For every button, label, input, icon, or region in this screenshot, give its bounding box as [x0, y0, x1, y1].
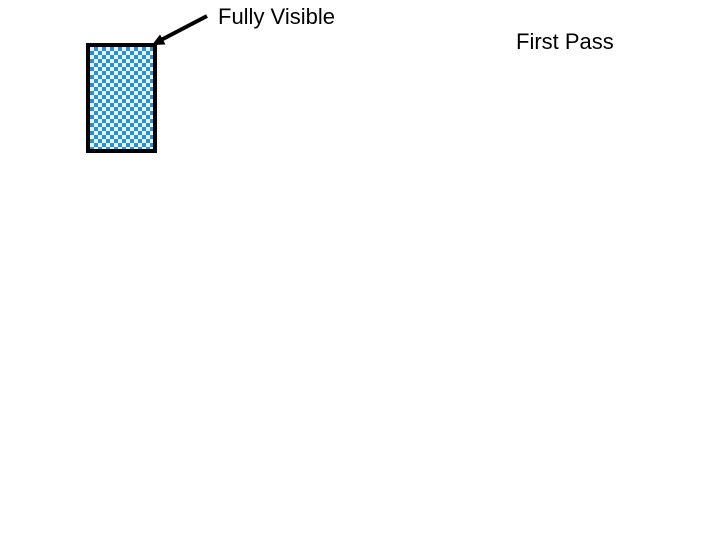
- fully-visible-rectangle: [86, 43, 157, 153]
- slide-title: First Pass: [516, 29, 614, 54]
- callout-label: Fully Visible: [218, 4, 335, 29]
